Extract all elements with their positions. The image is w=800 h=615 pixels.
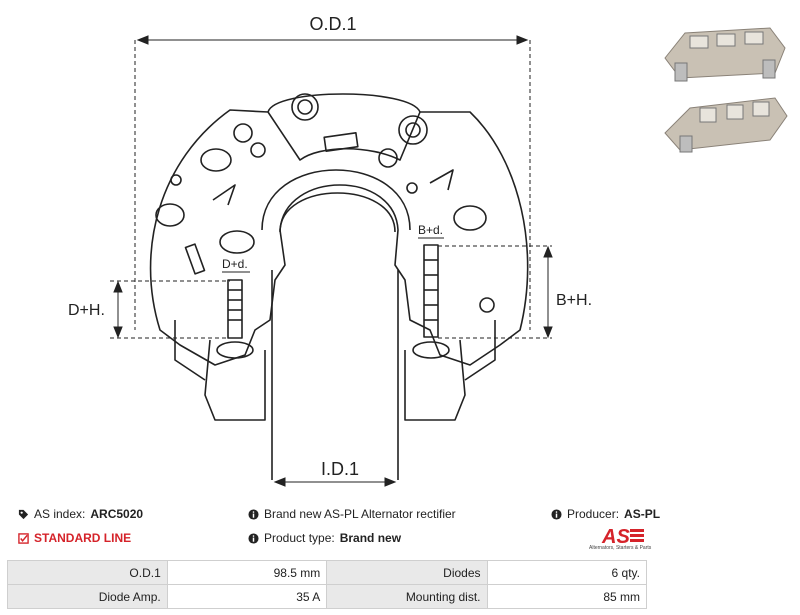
description-row: Brand new AS-PL Alternator rectifier xyxy=(248,507,456,521)
rectifier-body-outline xyxy=(149,109,529,366)
specs-table: O.D.1 98.5 mm Diodes 6 qty. Diode Amp. 3… xyxy=(7,560,648,609)
table-row: Diode Amp. 35 A Mounting dist. 85 mm xyxy=(7,584,648,609)
spec-label: Diode Amp. xyxy=(7,584,168,609)
spec-value: 85 mm xyxy=(486,584,648,609)
technical-drawing: O.D.1 I.D.1 D+H. B+H. D+d. B+d. xyxy=(68,14,592,487)
product-type-label: Product type: xyxy=(264,531,335,545)
as-index-value: ARC5020 xyxy=(90,507,144,521)
standard-line-label: STANDARD LINE xyxy=(34,531,132,545)
as-index-label: AS index: xyxy=(34,507,86,521)
producer-value: AS-PL xyxy=(624,507,661,521)
info-icon xyxy=(248,508,259,520)
bh-label: B+H. xyxy=(556,292,592,309)
description-text: Brand new AS-PL Alternator rectifier xyxy=(264,507,456,521)
od-label: O.D.1 xyxy=(309,14,356,34)
product-photo-top[interactable] xyxy=(655,18,795,88)
spec-value: 98.5 mm xyxy=(166,560,328,585)
tag-icon xyxy=(18,509,29,519)
spec-value: 6 qty. xyxy=(486,560,648,585)
checkbox-icon xyxy=(18,532,29,544)
product-type-value: Brand new xyxy=(339,531,402,545)
dd-label: D+d. xyxy=(222,257,248,271)
producer-row: Producer: AS-PL xyxy=(551,507,660,521)
product-photo-bottom[interactable] xyxy=(655,88,795,158)
standard-line-row: STANDARD LINE xyxy=(18,531,131,545)
logo-tagline: Alternators, Starters & Parts xyxy=(589,545,652,551)
spec-label: Diodes xyxy=(326,560,488,585)
spec-label: O.D.1 xyxy=(7,560,168,585)
spec-value: 35 A xyxy=(166,584,328,609)
info-icon xyxy=(248,532,259,544)
spec-label: Mounting dist. xyxy=(326,584,488,609)
info-icon xyxy=(551,508,562,520)
product-type-row: Product type: Brand new xyxy=(248,531,401,545)
producer-label: Producer: xyxy=(567,507,620,521)
id-label: I.D.1 xyxy=(321,459,359,479)
table-row: O.D.1 98.5 mm Diodes 6 qty. xyxy=(7,560,648,585)
as-index-row: AS index: ARC5020 xyxy=(18,507,143,521)
as-pl-logo: AS xyxy=(601,526,644,548)
bd-label: B+d. xyxy=(418,223,443,237)
logo-text: AS xyxy=(601,526,630,548)
dh-label: D+H. xyxy=(68,302,105,319)
center-arch xyxy=(261,169,411,231)
